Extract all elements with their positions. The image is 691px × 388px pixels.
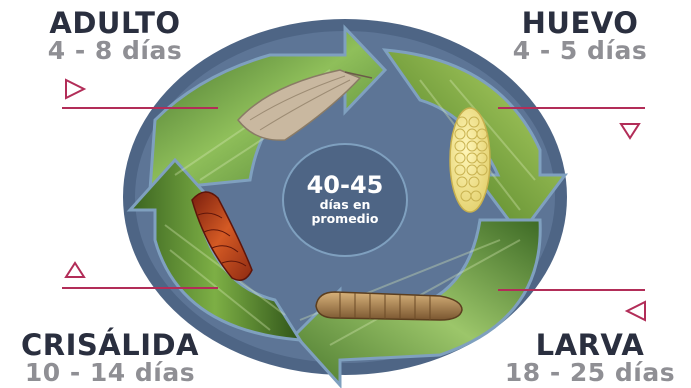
stage-name-huevo: HUEVO [495,8,665,38]
triangle-left-icon [627,302,645,320]
eggs-image [450,108,490,212]
triangle-right-icon [66,80,84,98]
triangle-up-icon [66,263,84,277]
center-summary: 40-45 días en promedio [289,172,401,226]
stage-name-adulto: ADULTO [30,8,200,38]
center-duration: 40-45 [289,172,401,198]
stage-days-crisalida: 10 - 14 días [5,360,215,386]
stage-days-huevo: 4 - 5 días [495,38,665,64]
triangle-down-icon [621,124,639,138]
stage-label-larva: LARVA 18 - 25 días [495,330,685,387]
stage-days-larva: 18 - 25 días [495,360,685,386]
center-line-1: días en [289,198,401,212]
stage-label-adulto: ADULTO 4 - 8 días [30,8,200,65]
stage-label-huevo: HUEVO 4 - 5 días [495,8,665,65]
larva-image [316,292,462,320]
stage-name-larva: LARVA [495,330,685,360]
stage-label-crisalida: CRISÁLIDA 10 - 14 días [5,330,215,387]
stage-days-adulto: 4 - 8 días [30,38,200,64]
center-line-2: promedio [289,212,401,226]
stage-name-crisalida: CRISÁLIDA [5,330,215,360]
